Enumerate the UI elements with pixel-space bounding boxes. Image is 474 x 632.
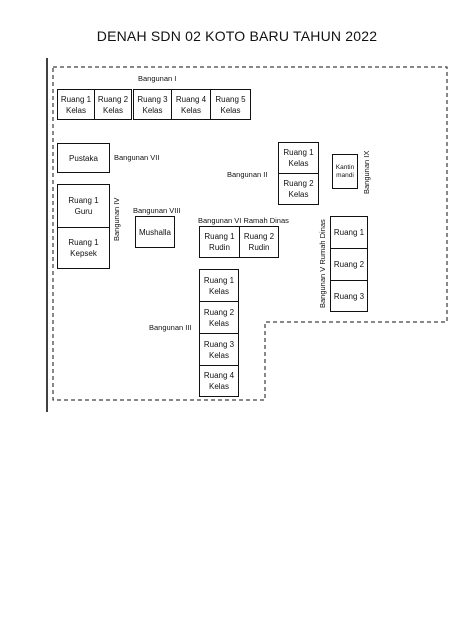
room-b5-3: Ruang 3 <box>330 280 368 312</box>
room-b3-4: Ruang 4 Kelas <box>199 365 239 397</box>
building-label-1: Bangunan I <box>138 74 177 83</box>
room-guru: Ruang 1 Guru <box>57 184 110 228</box>
room-b5-1: Ruang 1 <box>330 216 368 249</box>
room-b1-3: Ruang 3 Kelas <box>133 89 172 120</box>
building-label-4: Bangunan IV <box>112 197 121 241</box>
building-label-9: Bangunan IX <box>362 150 371 194</box>
site-boundary <box>52 66 448 401</box>
building-label-2: Bangunan II <box>227 170 268 179</box>
room-b2-2: Ruang 2 Kelas <box>278 173 319 205</box>
room-mushalla: Mushalla <box>135 216 175 248</box>
room-b6-1: Ruang 1 Rudin <box>199 226 240 258</box>
room-b6-2: Ruang 2 Rudin <box>239 226 279 258</box>
building-label-7: Bangunan VII <box>114 153 160 162</box>
building-label-5: Bangunan V Rumah Dinas <box>318 219 327 308</box>
building-label-8: Bangunan VIII <box>133 206 181 215</box>
room-b2-1: Ruang 1 Kelas <box>278 142 319 174</box>
room-b3-3: Ruang 3 Kelas <box>199 333 239 366</box>
room-pustaka: Pustaka <box>57 143 110 173</box>
page-title: DENAH SDN 02 KOTO BARU TAHUN 2022 <box>96 28 378 44</box>
room-b1-4: Ruang 4 Kelas <box>171 89 211 120</box>
room-kantin: Kantin mandi <box>332 154 358 189</box>
building-label-3: Bangunan III <box>149 323 192 332</box>
building-label-6: Bangunan VI Ramah Dinas <box>198 216 289 225</box>
room-b3-1: Ruang 1 Kelas <box>199 269 239 302</box>
room-b5-2: Ruang 2 <box>330 248 368 281</box>
room-kepsek: Ruang 1 Kepsek <box>57 227 110 269</box>
room-b1-2: Ruang 2 Kelas <box>94 89 132 120</box>
room-b3-2: Ruang 2 Kelas <box>199 301 239 334</box>
room-b1-1: Ruang 1 Kelas <box>57 89 95 120</box>
room-b1-5: Ruang 5 Kelas <box>210 89 251 120</box>
